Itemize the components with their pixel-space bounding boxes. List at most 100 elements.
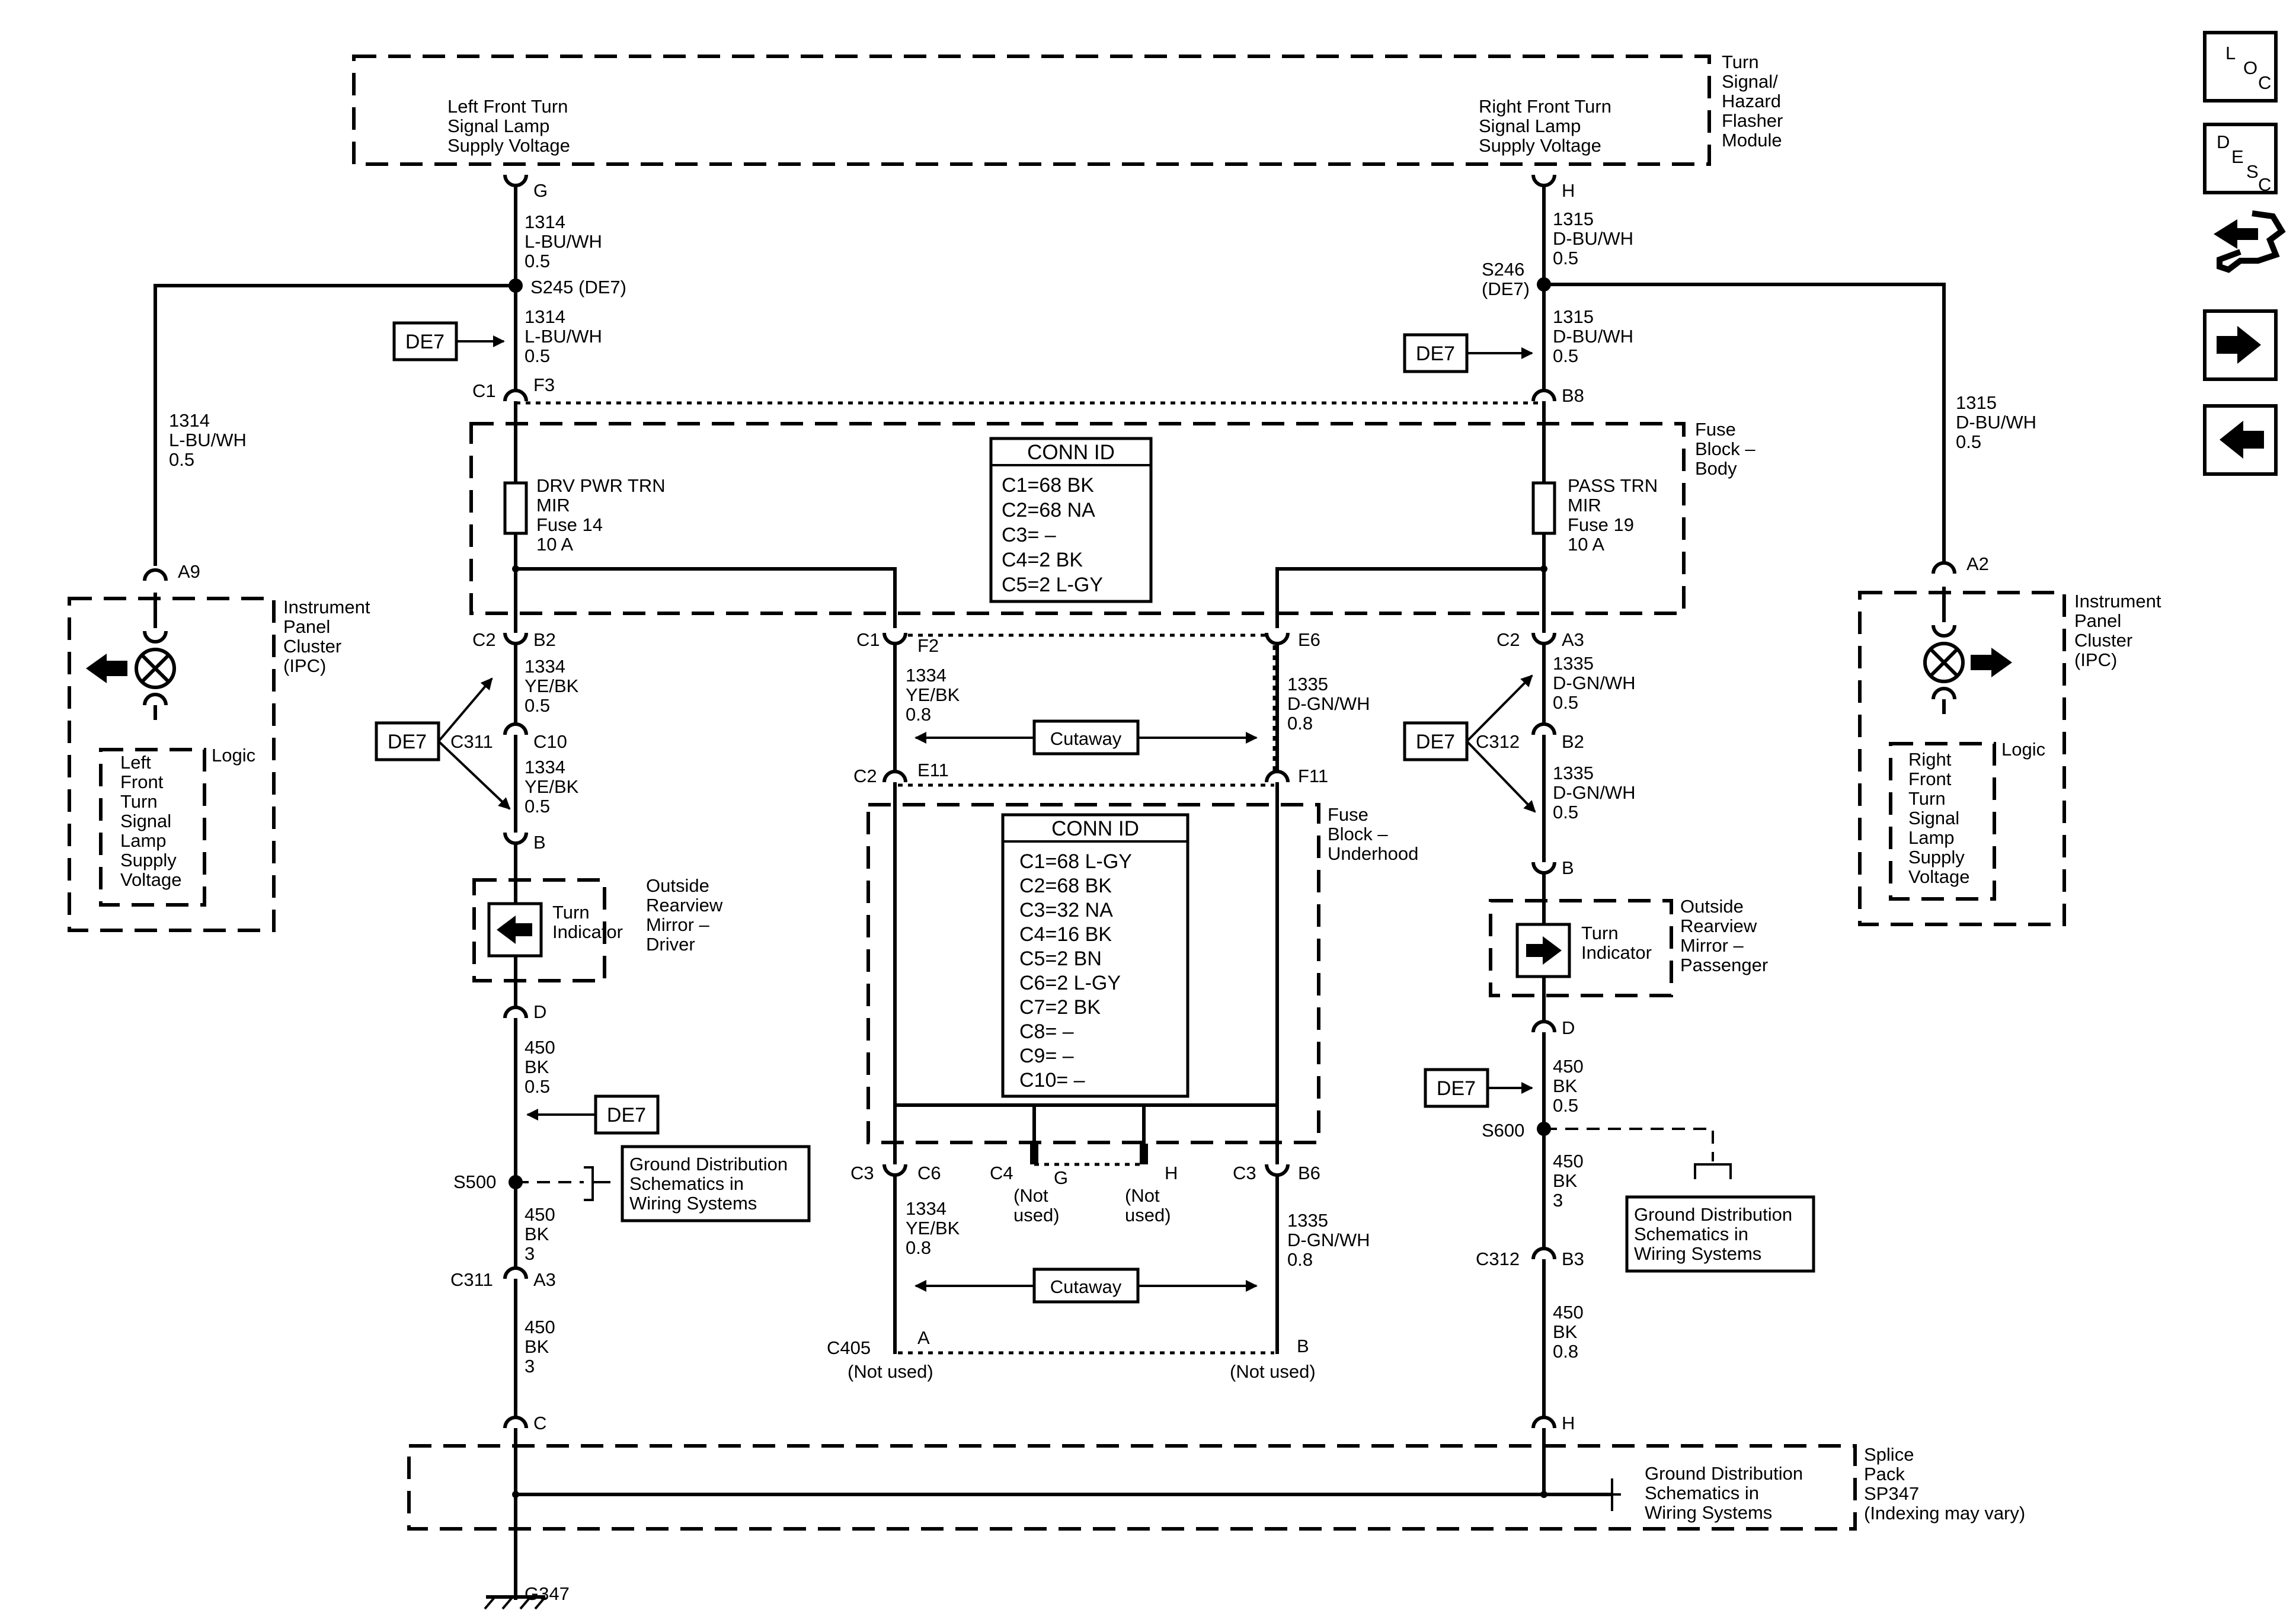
fuse-14 [503, 481, 528, 535]
conn-label-b-left: B [533, 832, 546, 853]
ref-tag-label-de7-right-1[interactable]: DE7 [1416, 343, 1455, 365]
ref-tag-de7-s500[interactable] [526, 1094, 660, 1135]
conn-label-f3: F3 [533, 375, 555, 395]
ref-tag-de7-left-1[interactable] [392, 321, 505, 361]
ref-tag-label-de7-left-1[interactable]: DE7 [405, 331, 445, 353]
ipc-left-logic-label: Logic [212, 745, 255, 766]
cutaway-upper-box [1032, 719, 1140, 756]
conn-label-g: G [533, 180, 548, 201]
ref-tag-label-de7-s500[interactable]: DE7 [607, 1104, 646, 1126]
conn-label-c4-h: H [1165, 1163, 1178, 1183]
flasher-module-outline [352, 55, 1711, 166]
conn-g [503, 174, 528, 187]
ground-label-g347: G347 [525, 1583, 570, 1604]
conn-label-a2: A2 [1966, 553, 1989, 574]
conn-d-left [503, 1006, 528, 1019]
desc-icon[interactable] [2203, 123, 2278, 194]
conn-e6 [1265, 632, 1290, 645]
conn-id-body-title: CONN ID [1027, 441, 1115, 464]
conn-label-c312: C312 [1476, 731, 1520, 752]
ipc-left-logic-outline [99, 748, 206, 907]
loc-icon-letter: L [2225, 43, 2236, 63]
conn-id-underhood-title: CONN ID [1051, 817, 1139, 840]
conn-label-f11: F11 [1298, 766, 1328, 786]
fuse-block-body-outline [469, 422, 1686, 615]
conn-label-c1: C1 [472, 380, 496, 401]
conn-label-b3-right: B3 [1562, 1249, 1584, 1269]
splice-pack-outline [407, 1444, 1857, 1531]
cutaway-lower-label: Cutaway [1050, 1276, 1122, 1297]
conn-label-e11: E11 [917, 760, 949, 780]
loc-icon[interactable] [2203, 31, 2278, 103]
ref-tag-de7-c311[interactable] [375, 677, 511, 810]
ref-tag-de7-c312[interactable] [1403, 674, 1536, 813]
ref-tag-label-de7-c311[interactable]: DE7 [388, 731, 427, 753]
connector-symbols [143, 174, 1956, 1429]
junction-right [1540, 565, 1547, 572]
conn-c6 [882, 1164, 907, 1177]
conn-id-underhood-box [1001, 813, 1189, 1098]
conn-label-b6: B6 [1298, 1163, 1320, 1183]
conn-label-c2-underhood: C2 [853, 766, 877, 786]
conn-label-c312-b: C312 [1476, 1249, 1520, 1269]
conn-c10 [503, 722, 528, 735]
conn-label-h-top: H [1562, 180, 1575, 201]
conn-label-c405: C405 [827, 1337, 871, 1358]
conn-d-right [1531, 1020, 1556, 1033]
conn-label-a3-right: A3 [1562, 629, 1584, 650]
ipc-right-logic-outline [1889, 742, 1996, 901]
junction-left [512, 565, 519, 572]
conn-ipc-right-lamp-in [1932, 625, 1956, 638]
splice-label-s600: S600 [1482, 1120, 1524, 1141]
conn-label-c3-left: C3 [850, 1163, 874, 1183]
conn-b-left [503, 832, 528, 845]
next-arrow-icon[interactable] [2203, 309, 2278, 381]
conn-b3-right [1531, 1247, 1556, 1260]
conn-label-c2-right: C2 [1496, 629, 1520, 650]
ref-tag-label-de7-c312[interactable]: DE7 [1416, 731, 1455, 753]
conn-label-c4: C4 [990, 1163, 1013, 1183]
wire-1314-to-ipc [154, 284, 516, 566]
ref-tag-de7-right-1[interactable] [1403, 333, 1533, 373]
ground-ref-box-right[interactable] [1625, 1195, 1815, 1273]
conn-h-top [1531, 174, 1556, 187]
splice-label-s500: S500 [453, 1172, 496, 1192]
conn-b-right [1531, 862, 1556, 875]
ref-tag-label-de7-s600[interactable]: DE7 [1437, 1077, 1476, 1100]
conn-label-a9: A9 [178, 561, 200, 582]
desc-icon-letter: S [2246, 161, 2259, 182]
not-used-label-b: (Not used) [1230, 1361, 1316, 1382]
desc-icon-letter: C [2258, 174, 2271, 195]
wire-1315-to-ipc [1544, 283, 1946, 563]
ipc-right-lamp-icon [1923, 642, 1965, 683]
conn-f11 [1265, 770, 1290, 783]
ground-ref-box-left[interactable] [621, 1145, 811, 1222]
conn-label-d-right: D [1562, 1017, 1575, 1038]
ref-tag-de7-s600[interactable] [1424, 1068, 1533, 1108]
conn-label-c311-b: C311 [450, 1269, 493, 1290]
fuse-block-underhood-outline [866, 803, 1320, 1144]
prev-arrow-icon[interactable] [2203, 404, 2278, 476]
tools-icon[interactable] [2214, 210, 2286, 273]
conn-b6 [1265, 1164, 1290, 1177]
splice-ground-bracket [1611, 1478, 1621, 1511]
conn-b2-left [503, 632, 528, 645]
